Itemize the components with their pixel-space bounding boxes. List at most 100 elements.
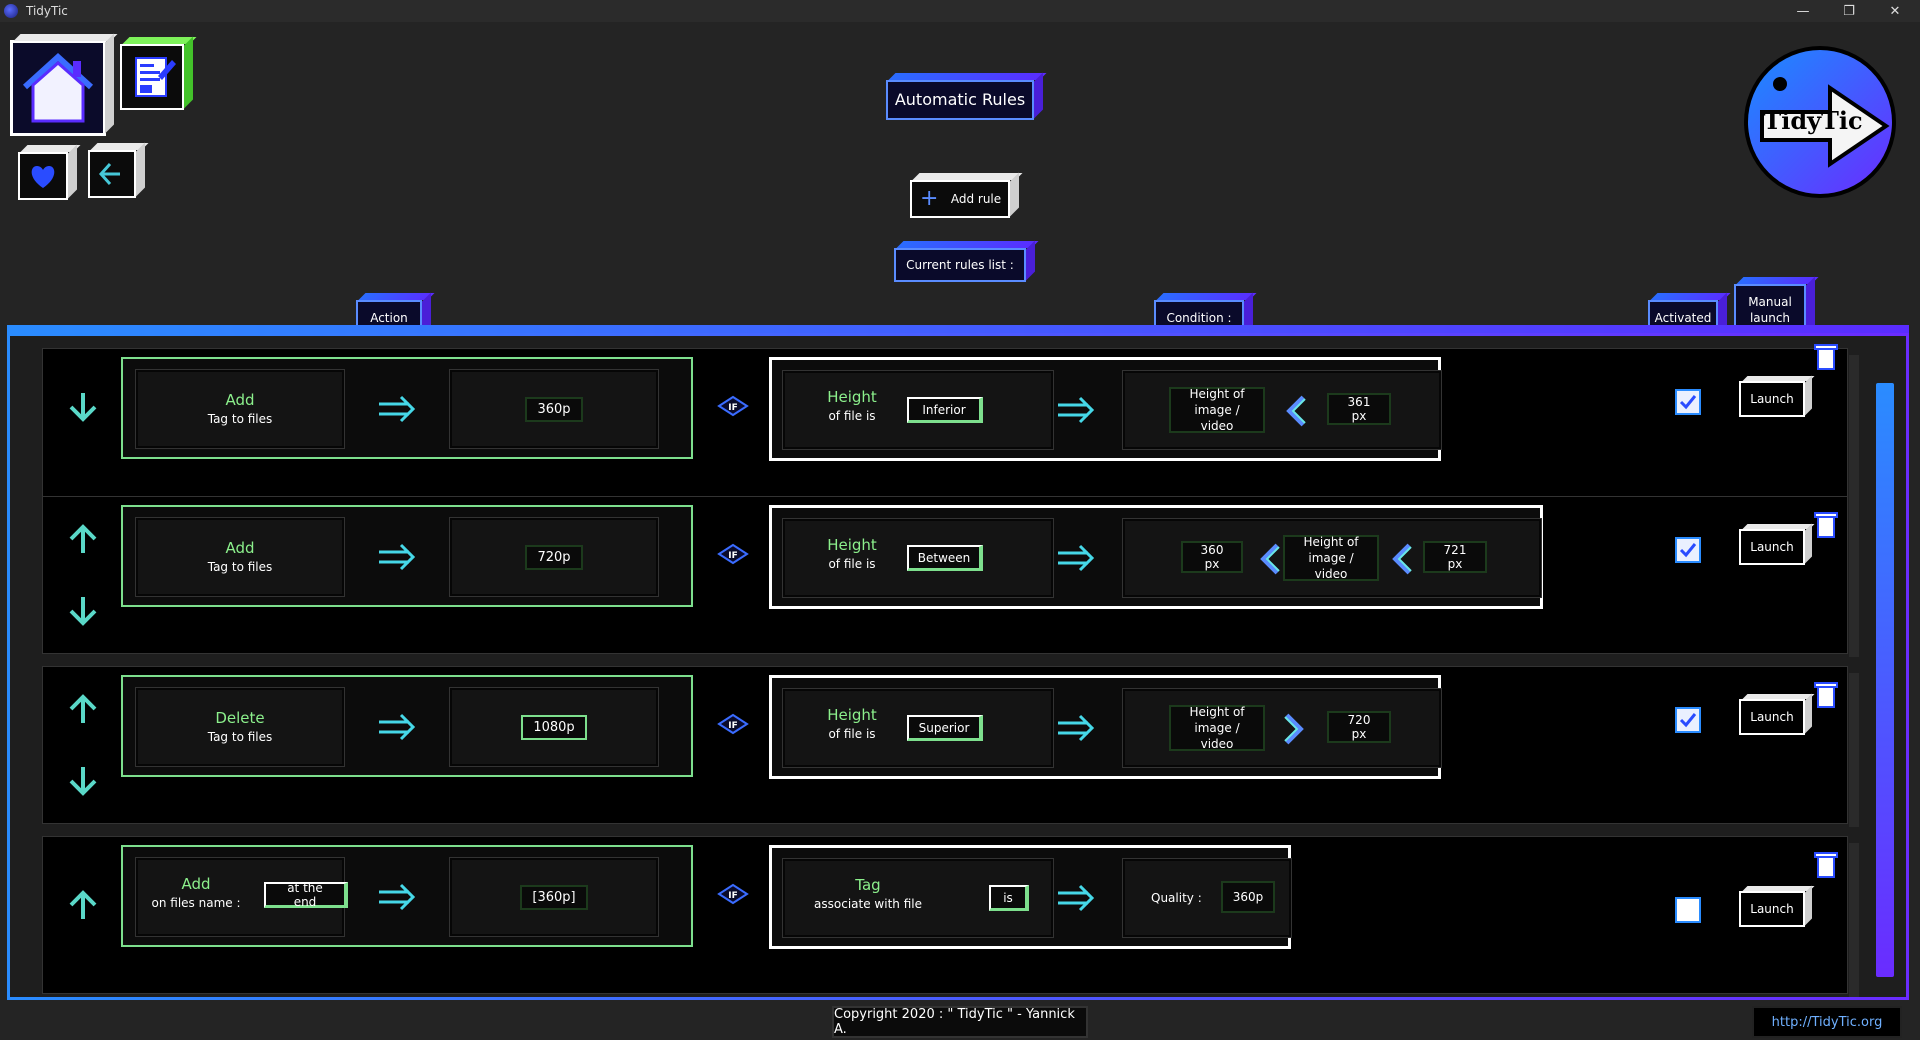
rule-4-action-value: [360p]: [520, 884, 588, 910]
rule-3-activated-checkbox[interactable]: [1675, 707, 1701, 733]
if-badge-icon: IF: [717, 543, 749, 565]
rule-1-condition-expression: Height of image / video 361 px: [1122, 370, 1442, 450]
rule-4-condition-expression: Quality : 360p: [1122, 858, 1292, 938]
add-rule-button[interactable]: + Add rule: [910, 180, 1010, 218]
delete-rule-4-icon[interactable]: [1813, 849, 1839, 879]
home-button[interactable]: [10, 40, 106, 136]
page-title-box: Automatic Rules: [886, 80, 1034, 120]
arrow-right-icon: [379, 543, 416, 571]
rule-1-condition-operator[interactable]: Inferior: [907, 397, 983, 423]
rule-4-expr-value: 360p: [1221, 881, 1275, 913]
rule-2-action-value-box[interactable]: 720p: [449, 517, 659, 597]
move-up-icon[interactable]: [65, 691, 101, 727]
rule-3-action-value: 1080p: [521, 714, 587, 740]
rule-2-activated-checkbox[interactable]: [1675, 537, 1701, 563]
move-up-icon[interactable]: [65, 887, 101, 923]
heart-icon: [31, 166, 55, 188]
rule-4-action-position[interactable]: at the end: [264, 881, 348, 909]
rule-1-action-value-box[interactable]: 360p: [449, 369, 659, 449]
logo-text: TidyTic: [1763, 106, 1863, 135]
rule-3-action-value-box[interactable]: 1080p: [449, 687, 659, 767]
current-rules-header: Current rules list :: [894, 248, 1026, 282]
greater-than-icon: [1284, 713, 1304, 745]
rule-4-launch-button[interactable]: Launch: [1739, 891, 1805, 927]
arrow-right-icon: [379, 395, 416, 423]
rule-2-condition-operator[interactable]: Between: [907, 545, 983, 571]
rule-2-expr-mid: Height of image / video: [1283, 535, 1379, 581]
rule-3-expr-right: 720 px: [1327, 711, 1391, 743]
rule-1-expr-left: Height of image / video: [1169, 387, 1265, 433]
back-button[interactable]: [88, 150, 136, 198]
check-icon: [1679, 543, 1697, 558]
rule-4-activated-checkbox[interactable]: [1675, 897, 1701, 923]
svg-text:IF: IF: [728, 551, 738, 561]
rule-1-activated-checkbox[interactable]: [1675, 389, 1701, 415]
rule-2-expr-low: 360 px: [1181, 541, 1243, 573]
arrow-right-icon: [379, 883, 416, 911]
rule-3-condition-operator[interactable]: Superior: [907, 715, 983, 741]
footer-url-link[interactable]: http://TidyTic.org: [1752, 1006, 1902, 1038]
if-badge-icon: IF: [717, 713, 749, 735]
svg-text:IF: IF: [728, 721, 738, 731]
arrow-left-icon: [98, 162, 120, 186]
tidytic-logo: TidyTic: [1740, 42, 1900, 202]
arrow-right-icon: [1058, 544, 1095, 572]
delete-rule-1-icon[interactable]: [1813, 341, 1839, 371]
add-rule-label: Add rule: [950, 192, 1002, 206]
rule-2-action-value: 720p: [525, 544, 583, 570]
minimize-button[interactable]: —: [1796, 3, 1810, 19]
arrow-right-icon: [1058, 714, 1095, 742]
move-down-icon[interactable]: [65, 593, 101, 629]
rules-scrollbar[interactable]: [1876, 383, 1894, 977]
rule-2-condition-expression: 360 px Height of image / video 721 px: [1122, 518, 1542, 598]
arrow-right-icon: [1058, 396, 1095, 424]
if-badge-icon: IF: [717, 883, 749, 905]
rule-4-condition-operator[interactable]: is: [989, 885, 1029, 911]
window-title: TidyTic: [26, 4, 68, 18]
move-down-icon[interactable]: [65, 389, 101, 425]
home-icon: [13, 43, 103, 133]
logo-icon: [1744, 46, 1896, 198]
rule-3-launch-button[interactable]: Launch: [1739, 699, 1805, 735]
document-edit-icon: [135, 57, 176, 97]
rules-editor-button[interactable]: [120, 44, 184, 110]
rule-2-launch-button[interactable]: Launch: [1739, 529, 1805, 565]
less-than-icon: [1392, 543, 1412, 575]
footer-copyright: Copyright 2020 : " TidyTic " - Yannick A…: [832, 1006, 1088, 1038]
rule-1-launch-button[interactable]: Launch: [1739, 381, 1805, 417]
maximize-button[interactable]: ❐: [1843, 3, 1855, 19]
if-badge-icon: IF: [717, 395, 749, 417]
close-button[interactable]: ✕: [1889, 3, 1901, 19]
rule-3-condition-expression: Height of image / video 720 px: [1122, 688, 1442, 768]
rule-4-action-value-box[interactable]: [360p]: [449, 857, 659, 937]
rule-2-expr-high: 721 px: [1423, 541, 1487, 573]
svg-text:IF: IF: [728, 403, 738, 413]
move-up-icon[interactable]: [65, 521, 101, 557]
delete-rule-2-icon[interactable]: [1813, 509, 1839, 539]
rules-panel-topbar: [7, 325, 1909, 336]
move-down-icon[interactable]: [65, 763, 101, 799]
check-icon: [1679, 395, 1697, 410]
delete-rule-3-icon[interactable]: [1813, 679, 1839, 709]
arrow-right-icon: [379, 713, 416, 741]
rule-3-expr-left: Height of image / video: [1169, 705, 1265, 751]
less-than-icon: [1286, 395, 1306, 427]
favorites-button[interactable]: [18, 152, 68, 200]
